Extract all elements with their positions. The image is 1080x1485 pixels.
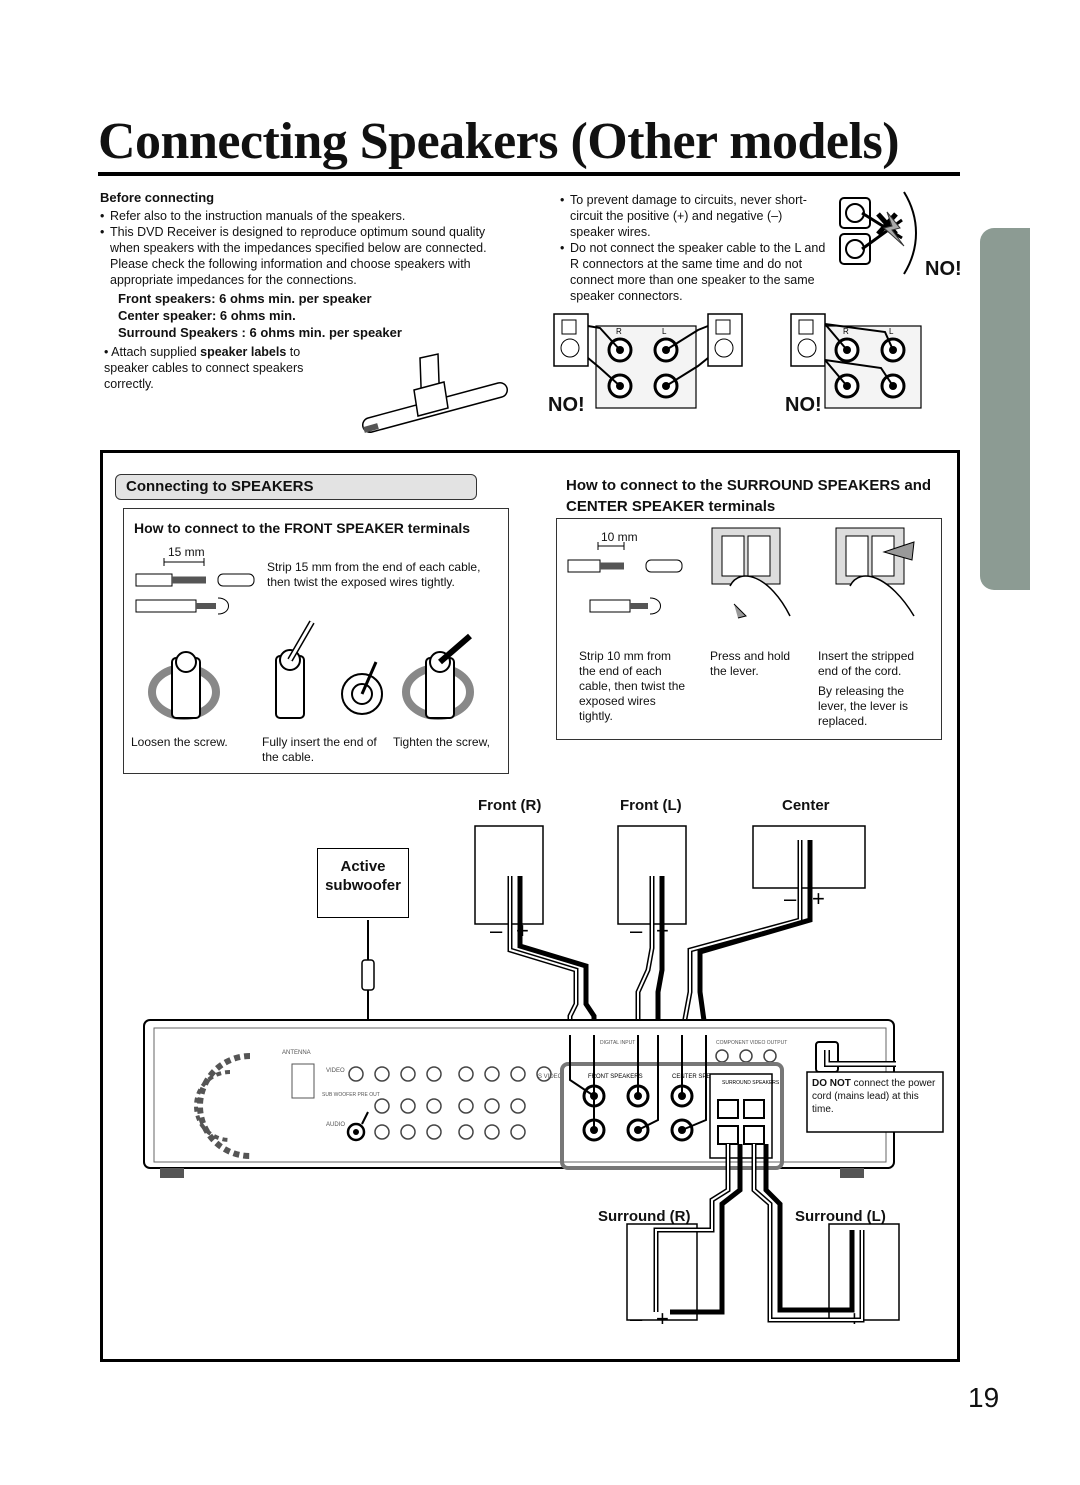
surround-l-label: Surround (L) — [795, 1208, 886, 1225]
connection-panel — [100, 450, 960, 1362]
label-l-1: L — [662, 327, 667, 336]
subwoofer-label: Active subwoofer — [325, 858, 401, 894]
before-bullet-1: Refer also to the instruction manuals of… — [100, 208, 500, 224]
panel-digital: DIGITAL INPUT — [600, 1040, 635, 1046]
labels-bold: speaker labels — [200, 345, 287, 359]
wiring-diagram: – + – + – + – + – + ANTENNA VIDEO SUB WO… — [143, 825, 944, 1331]
surround-step-2: Press and hold the lever. — [710, 649, 791, 678]
no-label-2: NO! — [548, 394, 585, 416]
receiver-rear-panel: ANTENNA VIDEO SUB WOOFER PRE OUT AUDIO S… — [143, 1019, 896, 1178]
surround-r-label: Surround (R) — [598, 1208, 691, 1225]
front-step-1: Loosen the screw. — [131, 735, 228, 749]
front-l-minus: – — [630, 918, 643, 943]
labels-pre: Attach supplied — [111, 345, 201, 359]
before-connecting-list: Refer also to the instruction manuals of… — [100, 208, 500, 288]
front-r-plus: + — [516, 918, 529, 943]
warning-bullet-1: To prevent damage to circuits, never sho… — [560, 192, 830, 240]
center-label: Center — [782, 797, 830, 814]
front-strip-length: 15 mm — [168, 545, 205, 559]
no-label-3: NO! — [785, 394, 822, 416]
label-l-2: L — [889, 327, 894, 336]
before-connecting-section: Before connecting Refer also to the inst… — [100, 190, 500, 341]
spec-center: Center speaker: 6 ohms min. — [118, 308, 296, 323]
panel-svideo: S VIDEO — [538, 1074, 563, 1080]
title-rule — [98, 172, 960, 176]
labels-post: to speaker cables to connect speakers co… — [104, 345, 304, 391]
section-side-tab — [980, 228, 1030, 590]
speaker-labels-note: • Attach supplied speaker labels to spea… — [104, 345, 304, 391]
warnings-section: To prevent damage to circuits, never sho… — [560, 192, 830, 304]
surround-r-minus: – — [630, 1306, 643, 1331]
power-cord-note-box — [806, 1071, 944, 1133]
do-not-bold: DO NOT — [812, 1078, 851, 1089]
spec-front: Front speakers: 6 ohms min. per speaker — [118, 291, 372, 306]
panel-video: VIDEO — [326, 1068, 345, 1074]
center-plus: + — [812, 886, 825, 911]
front-l-label: Front (L) — [620, 797, 682, 814]
surround-release-note: By releasing the lever, the lever is rep… — [818, 684, 909, 728]
surround-wire-strip-illustration — [567, 542, 683, 615]
panel-surround: SURROUND SPEAKERS — [722, 1080, 780, 1086]
surround-terminal-heading: How to connect to the SURROUND SPEAKERS … — [566, 477, 932, 515]
front-wire-strip-illustration — [135, 558, 255, 615]
wrong-connection-diagram-1: R L — [553, 313, 743, 409]
front-terminal-steps-illustration — [148, 620, 474, 720]
page-title: Connecting Speakers (Other models) — [98, 113, 900, 170]
power-cord-note: DO NOT connect the power cord (mains lea… — [812, 1077, 938, 1116]
panel-antenna: ANTENNA — [282, 1050, 311, 1056]
subwoofer-box: Active subwoofer — [317, 848, 409, 918]
front-step-2: Fully insert the end of the cable. — [262, 735, 377, 764]
page-number: 19 — [968, 1382, 1000, 1413]
front-r-label: Front (R) — [478, 797, 542, 814]
surround-step-3: Insert the stripped end of the cord. — [818, 649, 915, 678]
panel-subwoofer: SUB WOOFER PRE OUT — [322, 1092, 380, 1098]
panel-center-speaker: CENTER SPEAKER — [672, 1074, 727, 1080]
surround-r-plus: + — [656, 1306, 669, 1331]
panel-front-speakers: FRONT SPEAKERS — [588, 1074, 643, 1080]
connecting-tab-label: Connecting to SPEAKERS — [115, 474, 477, 500]
front-l-plus: + — [656, 918, 669, 943]
label-r-1: R — [616, 327, 622, 336]
do-not-rest: connect the power cord (mains lead) at t… — [812, 1078, 936, 1115]
panel-audio: AUDIO — [326, 1122, 345, 1128]
surround-r-speaker — [626, 1223, 698, 1321]
front-step-3: Tighten the screw, — [393, 735, 490, 749]
spec-surround: Surround Speakers : 6 ohms min. per spea… — [118, 325, 402, 340]
label-r-2: R — [843, 327, 849, 336]
lever-press-illustration — [711, 527, 915, 619]
front-strip-instruction: Strip 15 mm from the end of each cable, … — [267, 560, 481, 589]
warning-bullet-2: Do not connect the speaker cable to the … — [560, 240, 830, 304]
before-connecting-heading: Before connecting — [100, 190, 215, 205]
surround-terminal-box — [556, 518, 942, 740]
center-minus: – — [784, 886, 797, 911]
before-bullet-2: This DVD Receiver is designed to reprodu… — [100, 224, 500, 288]
short-circuit-illustration — [839, 191, 917, 275]
surround-strip-length: 10 mm — [601, 530, 638, 544]
front-r-minus: – — [490, 918, 503, 943]
front-terminal-box — [123, 508, 509, 774]
panel-component: COMPONENT VIDEO OUTPUT — [716, 1040, 787, 1046]
no-label-1: NO! — [925, 258, 962, 280]
wrong-connection-diagram-2: R L — [790, 313, 922, 409]
front-terminal-heading: How to connect to the FRONT SPEAKER term… — [134, 520, 471, 536]
speaker-label-illustration — [362, 353, 508, 433]
surround-step-1: Strip 10 mm from the end of each cable, … — [579, 649, 686, 723]
